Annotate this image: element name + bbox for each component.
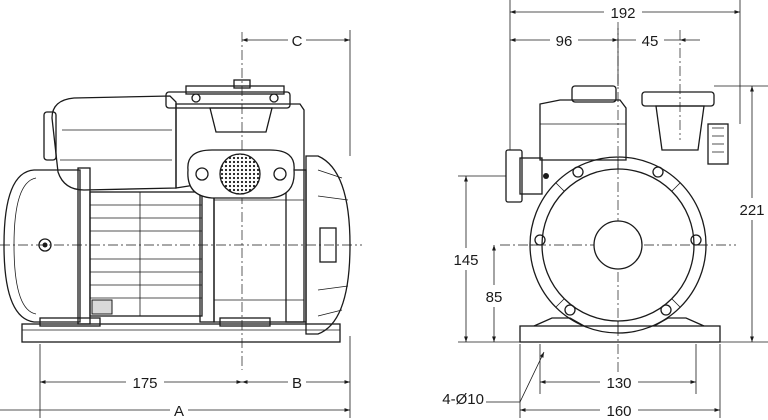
motor-housing-round (529, 156, 707, 334)
outlet-fitting (165, 79, 291, 133)
side-view: C 175 B A (0, 30, 362, 420)
end-cap-bolt-icon (38, 238, 52, 252)
dim-b-label: B (292, 375, 302, 392)
shaft-hole-icon (593, 220, 643, 270)
inlet-mesh-icon (219, 153, 261, 195)
dim-130-label: 130 (606, 375, 631, 392)
front-cover (305, 155, 351, 335)
end-view: 192 96 45 221 145 85 130 (442, 0, 768, 420)
dim-holes-leader (486, 351, 545, 403)
dim-145-label: 145 (453, 252, 478, 269)
dim-221-label: 221 (739, 202, 764, 219)
end-pump-head (539, 85, 627, 161)
end-inlet-flange (505, 149, 549, 203)
pump-body (175, 103, 307, 323)
terminal-box (43, 95, 177, 191)
inlet-flange (187, 149, 295, 199)
motor-end-cap (3, 167, 91, 325)
dim-96-label: 96 (556, 33, 573, 50)
dim-192-label: 192 (610, 5, 635, 22)
dim-a-label: A (174, 403, 184, 420)
end-outlet-fitting (641, 91, 729, 165)
dim-175-label: 175 (132, 375, 157, 392)
dim-85-label: 85 (486, 289, 503, 306)
dim-holes-label: 4-Ø10 (442, 391, 484, 408)
motor-fins (89, 191, 203, 317)
dim-c-label: C (292, 33, 303, 50)
dim-160-label: 160 (606, 403, 631, 420)
dim-45-label: 45 (642, 33, 659, 50)
